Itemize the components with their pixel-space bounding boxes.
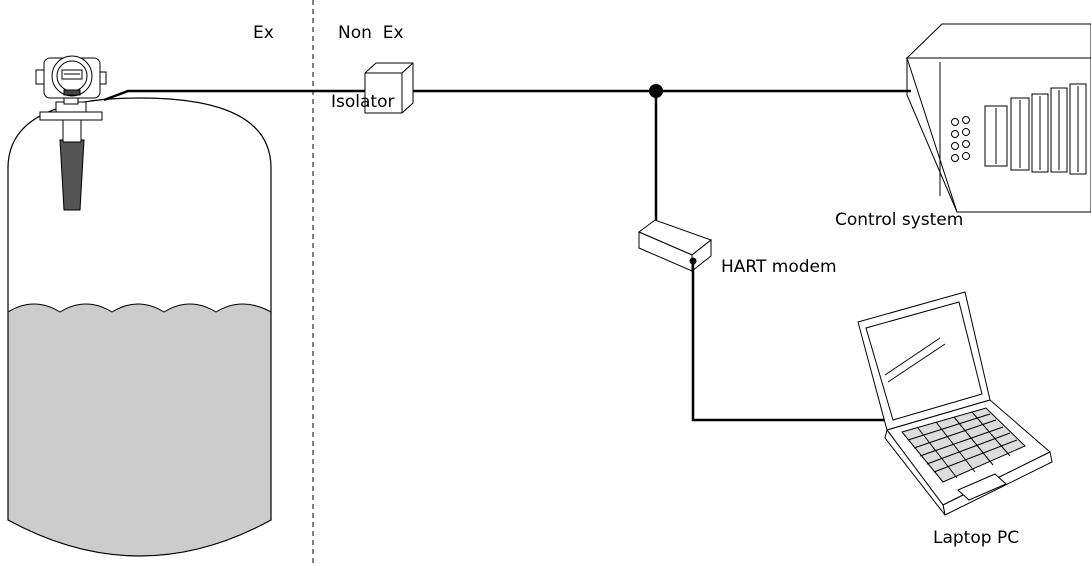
control-system-shape: [905, 23, 1091, 213]
signal-line-transmitter: [103, 89, 911, 102]
level-transmitter: [35, 55, 107, 211]
laptop-pc-label: Laptop PC: [933, 528, 1020, 548]
tank-liquid-surface: [7, 303, 272, 313]
tank: [7, 97, 272, 557]
tank-liquid: [8, 304, 271, 556]
laptop-shape: [857, 291, 1053, 516]
hart-modem-label: HART modem: [721, 257, 837, 277]
zone-label-non-ex: Non Ex: [338, 23, 404, 43]
control-system-label: Control system: [835, 210, 964, 230]
hart-modem-shape: [638, 219, 713, 273]
isolator-label: Isolator: [331, 92, 395, 112]
isolator-shape: [364, 62, 414, 114]
zone-label-ex: Ex: [253, 23, 274, 43]
modem-to-laptop-line: [691, 261, 890, 422]
